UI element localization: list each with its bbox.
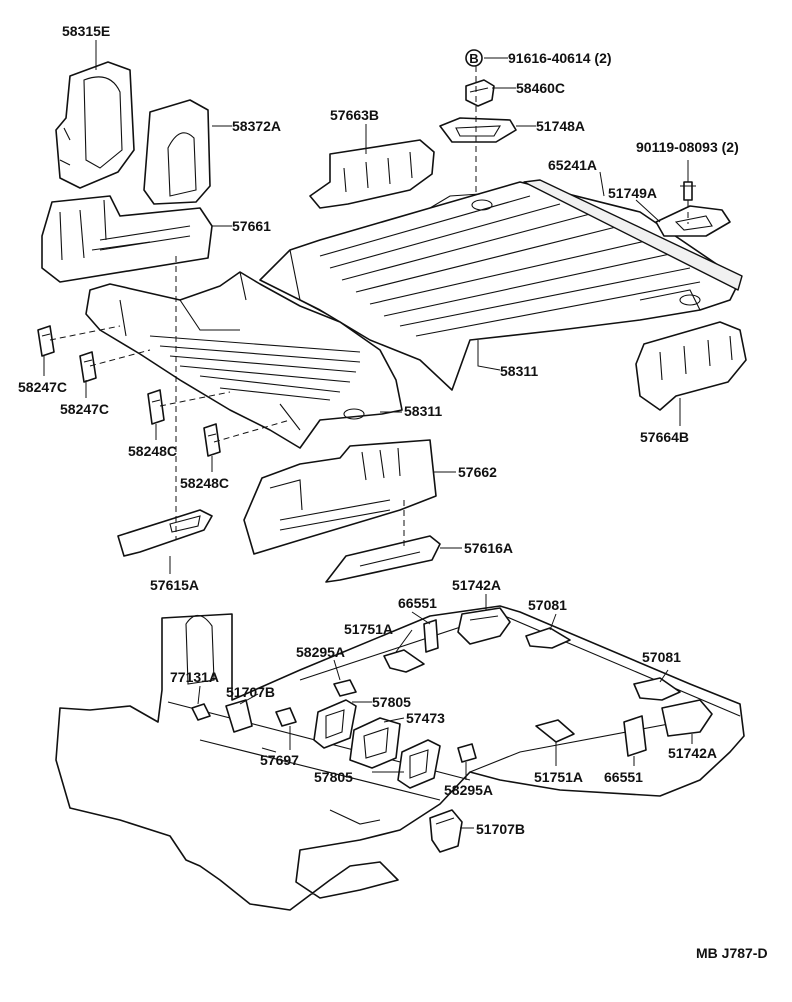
part-51742A-a [457,607,511,645]
label-51751A-b: 51751A [534,769,583,785]
bolt-circle-icon [465,49,483,67]
part-58311-lower-floor [85,271,403,449]
label-58295A-a: 58295A [296,644,345,660]
label-51707B-b: 51707B [476,821,525,837]
label-57805-a: 57805 [372,694,411,710]
label-51742A-a: 51742A [452,577,501,593]
part-57616A [325,535,441,583]
part-57473 [349,717,401,769]
part-66551-a [423,619,439,653]
part-58460C [465,79,495,107]
label-65241A: 65241A [548,157,597,173]
label-58460C: 58460C [516,80,565,96]
part-51751A-a [383,649,425,673]
bolt-symbol: B [469,51,478,66]
label-58248C-b: 58248C [180,475,229,491]
part-lower-body-floor [55,605,745,911]
label-58311-upper: 58311 [500,363,538,379]
label-66551-a: 66551 [398,595,437,611]
label-58248C-a: 58248C [128,443,177,459]
part-58311-upper-floor [259,181,741,391]
part-58372A [143,99,211,205]
label-57081-a: 57081 [528,597,567,613]
part-57661 [41,195,213,283]
label-90119-08093: 90119-08093 (2) [636,139,739,155]
part-58295A-a [333,679,357,697]
label-57664B: 57664B [640,429,689,445]
part-57805-b [397,739,441,789]
leader-lines [43,40,693,829]
part-77131A [191,703,211,721]
label-57081-b: 57081 [642,649,681,665]
label-57616A: 57616A [464,540,513,556]
part-57663B [309,139,435,209]
part-58248C-a [147,389,165,425]
part-65241A [523,179,743,291]
part-57697 [275,707,297,727]
part-57615A [117,509,213,557]
label-58311-lower: 58311 [404,403,442,419]
part-51751A-b [535,719,575,743]
label-57697: 57697 [260,752,299,768]
reference-code: MB J787-D [696,945,768,961]
part-57081-b [633,677,681,701]
part-bolt-91616: B [465,49,483,67]
part-51707B-a [225,699,253,733]
label-58295A-b: 58295A [444,782,493,798]
label-77131A: 77131A [170,669,219,685]
part-58248C-b [203,423,221,457]
part-66551-b [623,715,647,757]
part-57805-a [313,699,357,749]
label-51748A: 51748A [536,118,585,134]
part-51748A [439,117,517,143]
part-51742A-b [661,699,713,737]
label-58247C-b: 58247C [60,401,109,417]
part-58315E [55,61,135,189]
label-58372A: 58372A [232,118,281,134]
part-labels: 58315E 58372A 57661 57663B 91616-40614 (… [18,23,768,961]
assembly-lines [49,66,689,550]
label-57661: 57661 [232,218,271,234]
label-57662: 57662 [458,464,497,480]
label-51749A: 51749A [608,185,657,201]
label-51742A-b: 51742A [668,745,717,761]
part-58295A-b [457,743,477,763]
label-51707B-a: 51707B [226,684,275,700]
part-51707B-b [429,809,463,853]
label-57615A: 57615A [150,577,199,593]
label-91616-40614: 91616-40614 (2) [508,50,612,66]
label-66551-b: 66551 [604,769,643,785]
label-57805-b: 57805 [314,769,353,785]
part-57081-a [525,627,571,649]
label-51751A-a: 51751A [344,621,393,637]
part-57662 [243,439,437,555]
part-51749A [655,205,731,237]
part-57664B [635,321,747,411]
label-58315E: 58315E [62,23,110,39]
label-57473: 57473 [406,710,445,726]
label-58247C-a: 58247C [18,379,67,395]
label-57663B: 57663B [330,107,379,123]
part-58247C-a [37,325,55,357]
part-58247C-b [79,351,97,383]
